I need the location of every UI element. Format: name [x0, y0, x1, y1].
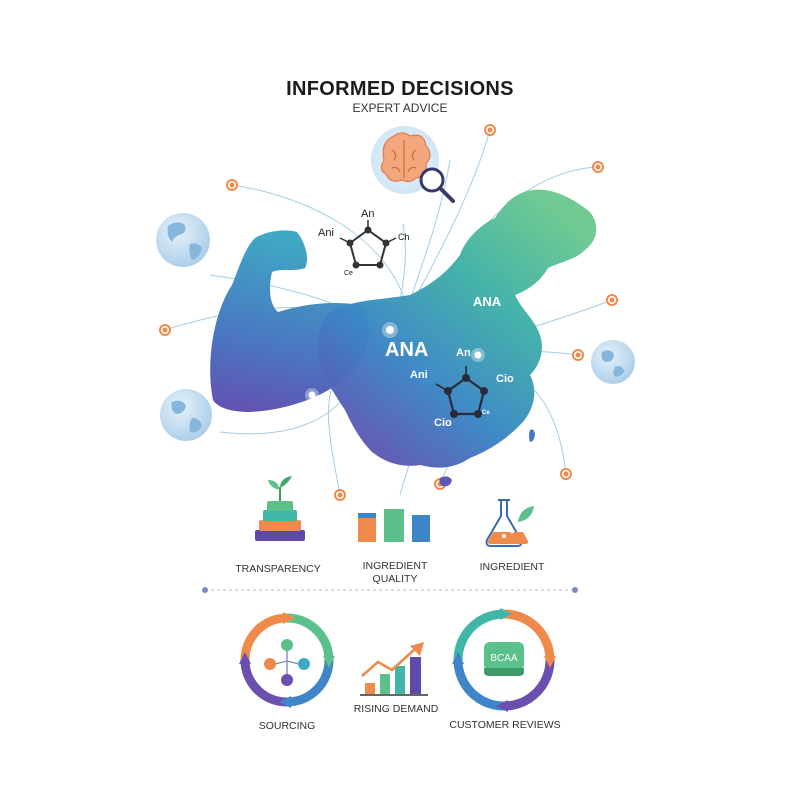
reviews-cycle-icon — [452, 608, 556, 712]
bar-columns-icon — [358, 509, 430, 542]
section-divider — [202, 587, 578, 593]
map-molecule-top-label: An — [456, 347, 471, 359]
map-molecule — [435, 366, 488, 418]
pillar-label-ingredient-quality: INGREDIENT QUALITY — [362, 560, 428, 585]
connector-dots — [159, 124, 618, 501]
sourcing-cycle-icon — [239, 612, 335, 708]
globe-icon — [160, 389, 212, 441]
map-north-label: ANA — [473, 294, 502, 309]
map-center-label: ANA — [385, 339, 428, 361]
bottom-label-rising-demand: RISING DEMAND — [353, 703, 439, 715]
brain-magnifier-icon — [371, 126, 455, 203]
map-molecule-bottom-label: Cio — [434, 417, 452, 429]
lab-flask-leaf-icon — [485, 499, 534, 547]
pillar-label-ingredient: INGREDIENT — [479, 561, 545, 573]
bottom-label-customer-reviews: CUSTOMER REVIEWS — [449, 719, 561, 731]
upper-molecule-bottom-label: Ce — [344, 270, 353, 277]
country-map-shape — [317, 189, 597, 468]
map-nodes — [305, 322, 485, 402]
pillar-label-transparency: TRANSPARENCY — [235, 563, 321, 575]
reviews-badge-label: BCAA — [490, 653, 518, 664]
upper-molecule-left-label: Ani — [318, 227, 334, 239]
upper-molecule — [339, 220, 397, 269]
page-subtitle: EXPERT ADVICE — [352, 101, 448, 115]
map-molecule-right-label: Cio — [496, 373, 514, 385]
upper-molecule-top-label: An — [361, 208, 374, 220]
globe-icon — [591, 340, 635, 384]
map-molecule-left-label: Ani — [410, 369, 428, 381]
island-shape — [439, 476, 452, 487]
stacked-layers-sprout-icon — [255, 476, 305, 541]
map-molecule-small-label: Ce — [482, 410, 490, 416]
bottom-label-sourcing: SOURCING — [258, 720, 316, 732]
island-shape — [529, 429, 535, 442]
rising-chart-icon — [360, 642, 428, 696]
upper-molecule-right-label: Ch — [398, 232, 410, 242]
globe-icon — [156, 213, 210, 267]
page-title: INFORMED DECISIONS — [286, 78, 514, 100]
